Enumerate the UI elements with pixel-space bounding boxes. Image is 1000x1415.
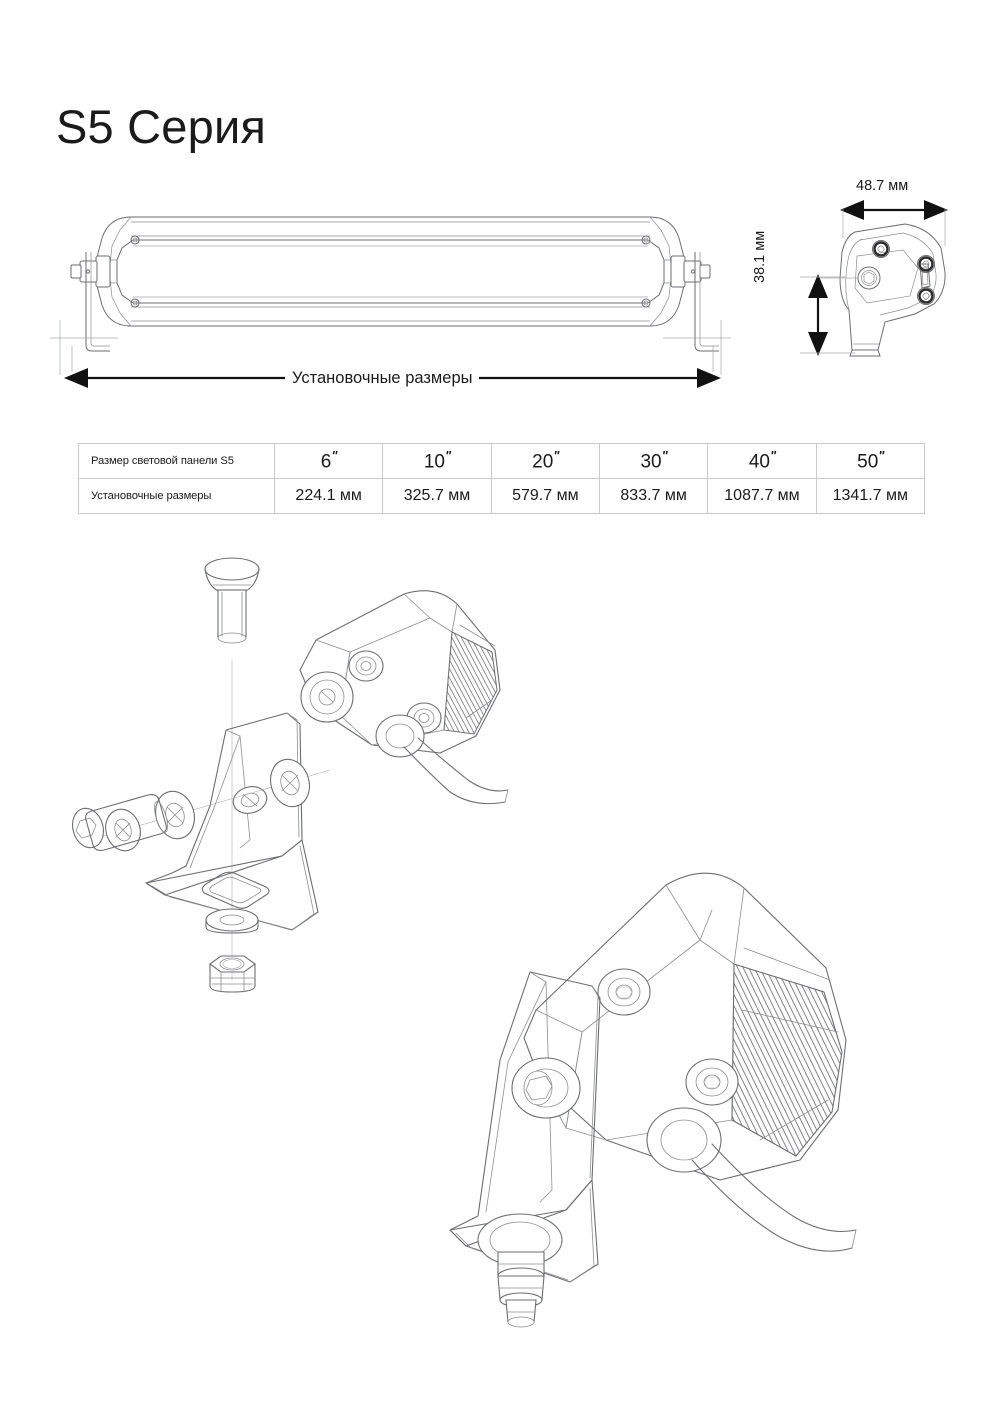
row-label-mounting: Установочные размеры xyxy=(78,478,275,514)
page-title: S5 Серия xyxy=(56,100,267,153)
table-row-dimensions: Установочные размеры 224.1 мм 325.7 мм 5… xyxy=(78,478,926,514)
hex-nut-icon xyxy=(209,955,256,993)
spec-table: Размер световой панели S5 6" 10" 20" 30"… xyxy=(78,443,926,514)
bottom-washer-icon xyxy=(205,908,259,934)
assembled-unit-group xyxy=(449,872,857,1328)
mount-bracket-right-icon xyxy=(663,252,731,375)
width-dimension-arrow xyxy=(840,200,948,246)
size-cell-4: 40" xyxy=(707,443,817,479)
mm-cell-1: 325.7 мм xyxy=(382,478,492,514)
assembled-light-head-icon xyxy=(523,872,857,1252)
top-view-drawing: .ln { fill:none; stroke:#6d6e71; stroke-… xyxy=(50,200,948,388)
mm-cell-4: 1087.7 мм xyxy=(707,478,817,514)
size-cell-3: 30" xyxy=(598,443,709,479)
assembly-drawings: .a { fill:none; stroke:#6d6e71; stroke-w… xyxy=(72,557,857,1328)
mm-cell-2: 579.7 мм xyxy=(490,478,600,514)
assembled-bracket-icon xyxy=(449,971,601,1328)
mounting-dimension-label: Установочные размеры xyxy=(285,369,480,388)
led-light-bar-icon xyxy=(70,216,711,327)
mm-cell-5: 1341.7 мм xyxy=(815,478,926,514)
size-cell-1: 10" xyxy=(382,443,492,479)
row-label-size: Размер световой панели S5 xyxy=(78,443,275,479)
width-dimension-label: 48.7 мм xyxy=(856,178,909,194)
size-cell-2: 20" xyxy=(490,443,600,479)
flat-washer-icon xyxy=(105,808,141,852)
light-head-side-view-icon xyxy=(820,223,946,357)
spacer-washer-icon xyxy=(270,758,310,808)
height-dimension-arrow xyxy=(800,274,855,356)
carriage-bolt-icon xyxy=(204,557,260,644)
size-cell-0: 6" xyxy=(273,443,384,479)
lock-washer-icon xyxy=(155,790,195,840)
mount-bracket-left-icon xyxy=(50,252,118,375)
size-cell-5: 50" xyxy=(815,443,926,479)
light-head-icon xyxy=(299,590,509,805)
height-dimension-label: 38.1 мм xyxy=(752,230,768,283)
socket-cap-screw-icon xyxy=(72,794,168,851)
mm-cell-3: 833.7 мм xyxy=(598,478,709,514)
mm-cell-0: 224.1 мм xyxy=(273,478,384,514)
exploded-assembly-group xyxy=(72,557,509,993)
table-row-sizes: Размер световой панели S5 6" 10" 20" 30"… xyxy=(78,443,926,479)
